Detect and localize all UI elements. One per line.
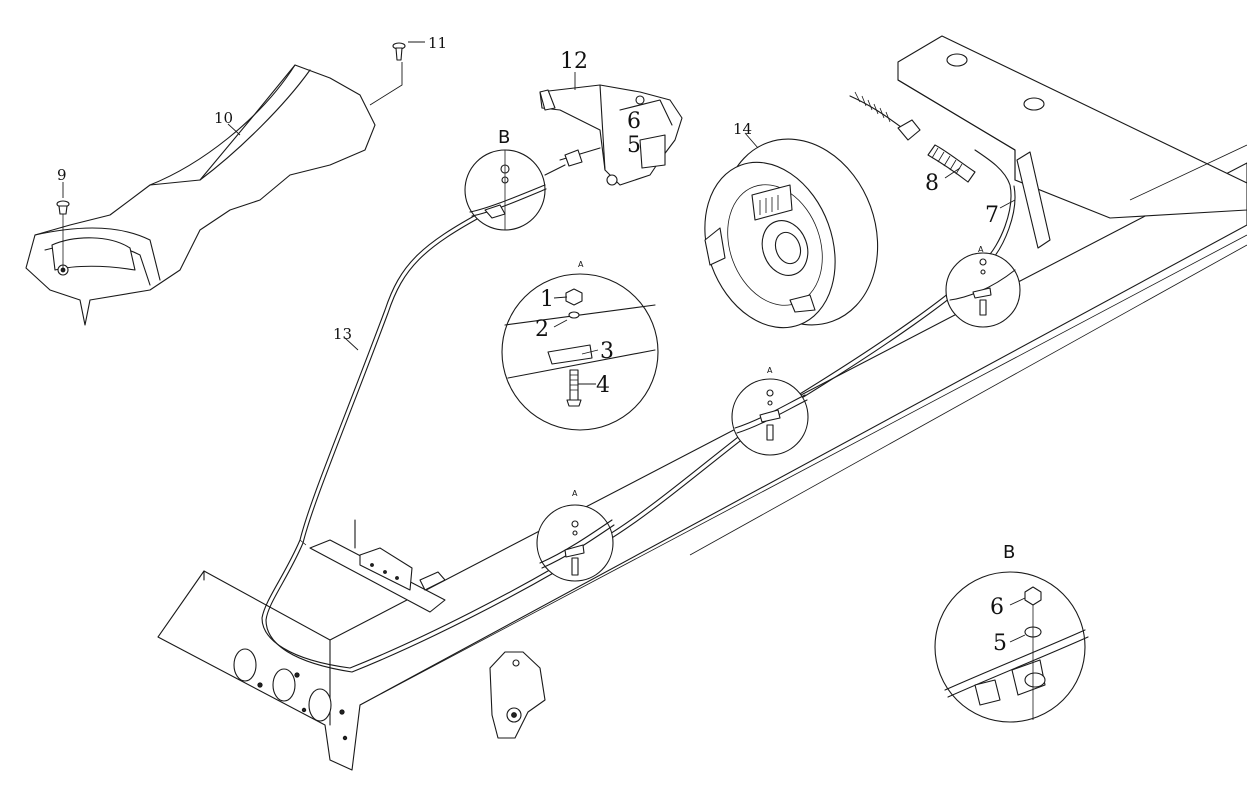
callout-8: 8 [925, 171, 939, 196]
callout-4: 4 [596, 373, 610, 398]
callout-9: 9 [57, 166, 67, 184]
cross-member [309, 519, 446, 613]
callout-14: 14 [733, 120, 752, 138]
detail-tag-a-mid: A [767, 366, 773, 375]
callout-13: 13 [333, 325, 352, 343]
parking-lever-12 [539, 84, 683, 186]
frame-rail [157, 162, 1247, 771]
detail-tag-a-center: A [578, 260, 584, 269]
right-frame-rail [897, 35, 1247, 249]
callout-5-detail: 5 [993, 631, 1007, 656]
detail-tag-a-low: A [572, 489, 578, 498]
callout-7: 7 [985, 203, 999, 228]
detail-circle-a-right [945, 252, 1021, 328]
brake-drum-14 [704, 138, 879, 329]
screw-9 [56, 200, 70, 270]
detail-circle-b-large [934, 571, 1089, 723]
detail-circle-a-low [536, 504, 615, 582]
detail-tag-b-large: B [1003, 542, 1015, 563]
mount-bracket [489, 651, 546, 739]
detail-tag-b-small: B [498, 127, 510, 148]
leader-lines [62, 41, 1026, 643]
callout-10: 10 [214, 109, 233, 127]
callout-2: 2 [535, 317, 549, 342]
detail-tag-a-right: A [978, 245, 984, 254]
detail-circle-a-center [501, 273, 659, 431]
console-10 [25, 64, 376, 326]
callout-6-top: 6 [627, 109, 641, 134]
callout-5-top: 5 [627, 133, 641, 158]
callout-1: 1 [540, 287, 554, 312]
callout-12: 12 [560, 49, 588, 74]
detail-circle-a-mid [731, 378, 809, 456]
detail-circle-b-small [464, 149, 547, 231]
screw-11 [392, 42, 406, 61]
callout-3: 3 [600, 339, 614, 364]
callout-11: 11 [428, 34, 447, 52]
cable-end-8 [849, 91, 976, 183]
callout-6-detail: 6 [990, 595, 1004, 620]
